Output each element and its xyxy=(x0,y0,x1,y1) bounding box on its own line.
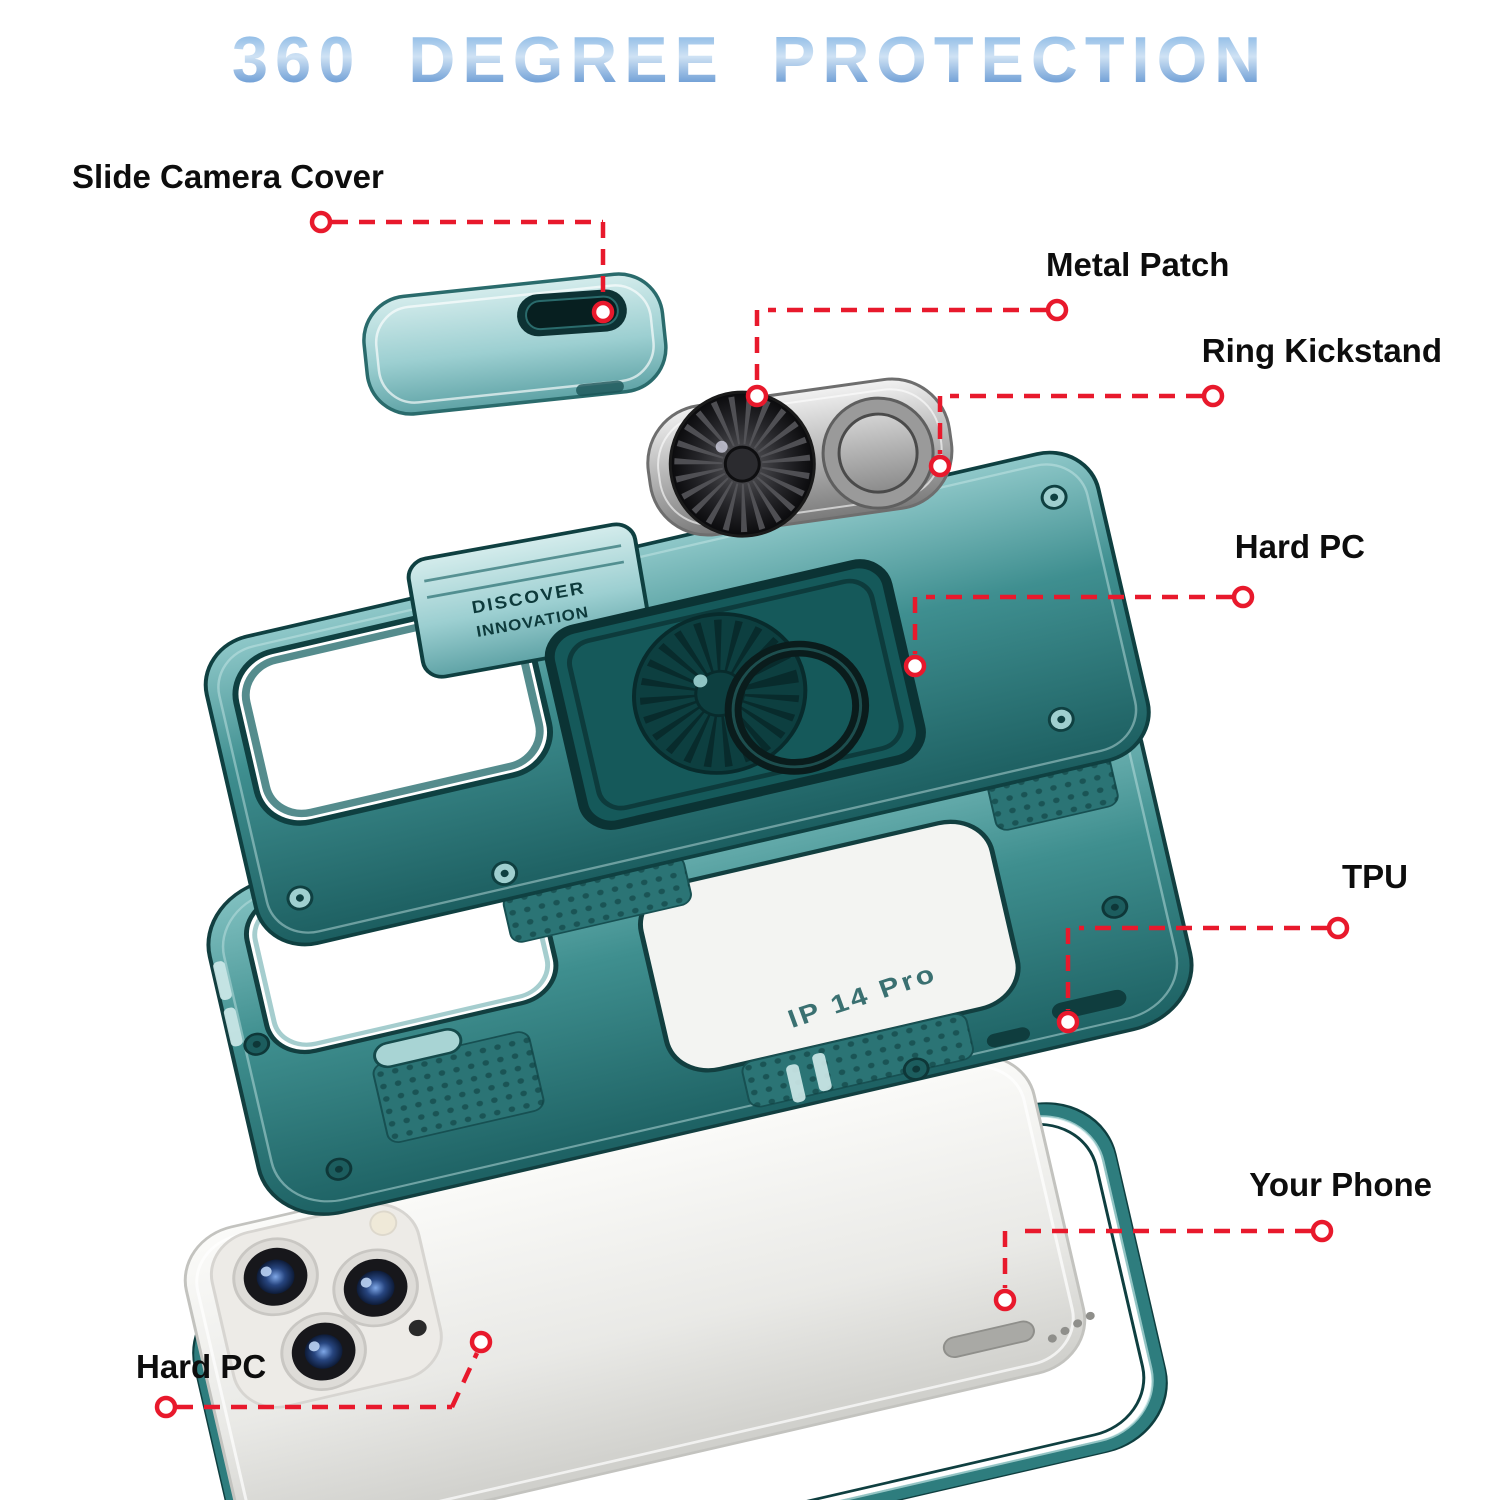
side-button xyxy=(373,1028,463,1069)
tpu-case: IP 14 Pro xyxy=(206,694,1194,1216)
label-tpu: TPU xyxy=(1342,858,1408,895)
label-hard-pc-top: Hard PC xyxy=(1234,528,1365,565)
camera-lens xyxy=(232,1237,319,1317)
lidar-sensor xyxy=(408,1319,427,1337)
label-ring-kickstand: Ring Kickstand xyxy=(1201,332,1442,369)
label-metal-patch: Metal Patch xyxy=(1046,246,1230,283)
metal-patch-disc xyxy=(668,390,816,538)
edge-stripe xyxy=(213,961,232,1001)
callout-endpoints xyxy=(154,210,1350,1419)
edge-stripe xyxy=(223,1007,243,1047)
camera-lens xyxy=(280,1312,367,1391)
plate-ring-mount xyxy=(544,559,926,830)
camera-lens xyxy=(332,1248,419,1328)
page-title: 360 DEGREE PROTECTION xyxy=(0,22,1500,97)
label-your-phone: Your Phone xyxy=(1249,1166,1432,1203)
tpu-screws xyxy=(243,895,1129,1181)
ring-kickstand-part xyxy=(646,377,954,538)
camera-cover-part xyxy=(362,272,668,416)
cover-edge-tab xyxy=(576,380,624,397)
plate-screws xyxy=(286,484,1075,911)
callout-lines xyxy=(177,219,1327,1410)
label-hard-pc-bottom: Hard PC xyxy=(136,1348,267,1385)
phone-bottom-edge xyxy=(942,1311,1095,1359)
phone-camera-module xyxy=(209,1202,443,1409)
phone xyxy=(183,1054,1095,1500)
hard-pc-back-plate: DISCOVER INNOVATION xyxy=(203,450,1151,947)
grip-texture-patches xyxy=(372,732,1119,1143)
camera-flash xyxy=(369,1210,398,1236)
kickstand-ring xyxy=(821,396,935,510)
label-slide-camera-cover: Slide Camera Cover xyxy=(72,158,384,195)
